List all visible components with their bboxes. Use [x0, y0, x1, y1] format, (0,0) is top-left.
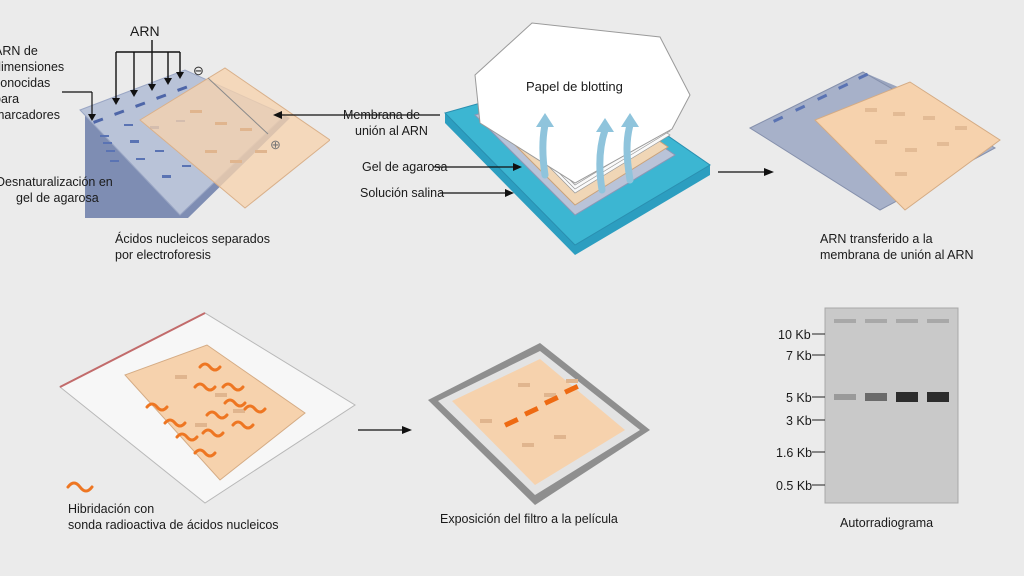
exposure-caption: Exposición del filtro a la película: [440, 512, 618, 526]
well-bands: [834, 319, 949, 323]
transfer-caption-1: ARN transferido a la: [820, 232, 933, 246]
gel-electrophoresis-illustration: [62, 40, 330, 218]
arrow-to-transfer: [718, 168, 774, 176]
markers-label-2: dimensiones: [0, 60, 65, 74]
arn-label: ARN: [130, 23, 160, 39]
transferred-membrane: [814, 81, 1001, 211]
membrane-ghost-bands: [190, 110, 267, 163]
marker-pointer: [62, 91, 93, 116]
markers-label-5: marcadores: [0, 108, 60, 122]
hybridization-caption-2: sonda radioactiva de ácidos nucleicos: [68, 518, 279, 532]
transferred-membrane-illustration: [748, 71, 1001, 211]
hybridization-caption-1: Hibridación con: [68, 502, 155, 516]
marker-1-6kb: 1.6 Kb: [776, 446, 813, 460]
marker-arrowhead: [88, 114, 96, 121]
film-exposure-illustration: [428, 343, 650, 505]
saline-solution-label: Solución salina: [360, 186, 445, 200]
marker-3kb: 3 Kb: [786, 414, 812, 428]
marker-5kb: 5 Kb: [786, 391, 812, 405]
marker-7kb: 7 Kb: [786, 349, 812, 363]
autoradiogram-caption: Autorradiograma: [840, 516, 934, 530]
marker-10kb: 10 Kb: [778, 328, 811, 342]
probe-legend-icon: [66, 481, 94, 493]
autoradiogram-illustration: [812, 307, 959, 504]
denaturation-label-1: Desnaturalización en: [0, 175, 113, 189]
stack-pointers: [275, 114, 520, 194]
membrane-label-1: Membrana de: [343, 108, 421, 122]
spent-gel-wells: [773, 72, 869, 123]
markers-label-1: ARN de: [0, 44, 38, 58]
exposure-bands: [480, 379, 578, 447]
migration-arrow: [207, 77, 269, 135]
markers-label-3: conocidas: [0, 76, 51, 90]
hybridized-signal-bands: [834, 392, 949, 402]
minus-electrode-icon: ⊖: [193, 63, 204, 78]
capillary-flow-arrows: [539, 121, 634, 194]
membrane-sheet: [139, 67, 330, 209]
membrane-label-2: unión al ARN: [355, 124, 428, 138]
capillary-arrowheads: [536, 113, 639, 132]
blotting-paper: [474, 22, 691, 184]
arn-arrowheads: [112, 72, 184, 105]
hybridization-bands: [175, 375, 245, 427]
markers-label-4: para: [0, 92, 20, 106]
radioactive-probes: [145, 362, 267, 458]
exposed-membrane: [452, 359, 625, 485]
autoradiogram-film: [824, 307, 959, 504]
arrow-to-exposure: [358, 426, 412, 434]
gel-wells: [93, 85, 188, 124]
hybridized-bands: [504, 384, 579, 428]
transfer-caption-2: membrana de unión al ARN: [820, 248, 974, 262]
size-ticks: [812, 333, 825, 486]
blotting-stack-illustration: [273, 22, 711, 255]
transferred-bands: [865, 108, 967, 176]
electrophoresis-caption-1: Ácidos nucleicos separados: [115, 232, 270, 246]
arn-bracket: [115, 40, 181, 100]
agarose-gel-label: Gel de agarosa: [362, 160, 448, 174]
bag-seal: [59, 312, 206, 388]
electrophoresis-caption-2: por electroforesis: [115, 248, 211, 262]
hybridization-bag-illustration: [59, 312, 356, 504]
stack-arrowheads: [273, 111, 522, 197]
denaturation-label-2: gel de agarosa: [16, 191, 99, 205]
marker-0-5kb: 0.5 Kb: [776, 479, 813, 493]
plus-electrode-icon: ⊕: [270, 137, 281, 152]
blotting-paper-label: Papel de blotting: [526, 79, 623, 94]
